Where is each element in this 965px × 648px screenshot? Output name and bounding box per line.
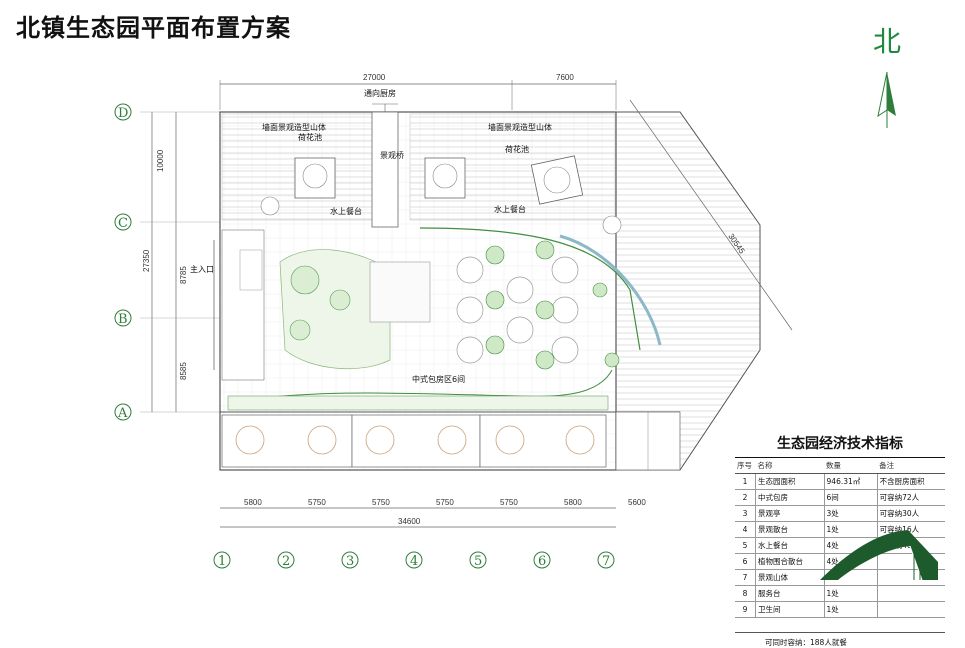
pavilion-center — [424, 157, 466, 199]
pavilion-left — [294, 157, 336, 199]
plant-clusters — [485, 240, 620, 370]
dim-seg-2: 5750 — [308, 498, 326, 507]
grid-col-1: 1 — [218, 554, 226, 569]
grid-col-4: 4 — [410, 554, 418, 569]
dim-top-a: 27000 — [363, 73, 386, 82]
left-dimensions: 10000 27350 8785 8585 — [140, 111, 220, 413]
col-name: 名称 — [755, 458, 825, 474]
grid-row-d: D — [118, 106, 128, 121]
dim-left-ca: 27350 — [142, 249, 151, 272]
grid-col-7: 7 — [602, 554, 610, 569]
dim-seg-6: 5800 — [564, 498, 582, 507]
grid-col-6: 6 — [538, 554, 546, 569]
col-qty: 数量 — [824, 458, 878, 474]
pavilion-logo-icon — [820, 530, 938, 581]
label-main-entry: 主入口 — [190, 264, 214, 274]
col-index: 序号 — [735, 458, 756, 474]
page-title: 北镇生态园平面布置方案 — [16, 14, 291, 42]
label-wall-left: 墙面景观造型山体 — [262, 122, 326, 132]
central-garden — [279, 249, 431, 370]
dim-total: 34600 — [398, 517, 421, 526]
dim-seg-1: 5800 — [244, 498, 262, 507]
economics-title: 生态园经济技术指标 — [735, 433, 945, 458]
label-water-left: 水上餐台 — [330, 206, 362, 216]
label-wall-right: 墙面景观造型山体 — [488, 122, 552, 132]
grid-rows: D C B A — [114, 103, 132, 421]
pavilion-right — [530, 155, 584, 205]
grid-row-b: B — [118, 312, 128, 327]
grid-col-3: 3 — [346, 554, 354, 569]
economics-footer: 可同时容纳：188人就餐 — [735, 632, 945, 648]
north-compass: 北 — [862, 20, 912, 130]
dim-left-cb: 8785 — [179, 266, 188, 284]
label-lotus-right: 荷花池 — [505, 144, 529, 154]
dim-seg-3: 5750 — [372, 498, 390, 507]
grid-row-c: C — [118, 216, 128, 231]
grid-col-5: 5 — [474, 554, 482, 569]
private-rooms — [220, 411, 681, 471]
col-note: 备注 — [877, 458, 945, 474]
label-kitchen: 通向厨房 — [364, 88, 396, 98]
label-lotus-left: 荷花池 — [298, 132, 322, 142]
grid-cols: 1 2 3 4 5 6 7 — [213, 551, 615, 569]
grid-row-a: A — [117, 406, 128, 421]
north-arrow-icon — [877, 71, 896, 128]
dim-seg-7: 5600 — [628, 498, 646, 507]
dim-left-ba: 8585 — [179, 362, 188, 380]
dining-tables — [456, 256, 579, 364]
compass-label: 北 — [872, 25, 901, 58]
label-private-rooms: 中式包房区6间 — [412, 374, 465, 384]
label-water-right: 水上餐台 — [494, 204, 526, 214]
economics-header-row: 序号 名称 数量 备注 — [735, 458, 945, 474]
dim-seg-5: 5750 — [500, 498, 518, 507]
grid-col-2: 2 — [282, 554, 290, 569]
dim-seg-4: 5750 — [436, 498, 454, 507]
top-dimensions: 27000 7600 — [219, 73, 617, 110]
bottom-dimensions: 5800 5750 5750 5750 5750 5800 5600 34600 — [220, 498, 646, 528]
dim-top-b: 7600 — [556, 73, 574, 82]
label-bridge: 景观桥 — [380, 150, 404, 160]
dim-left-dc: 10000 — [156, 149, 165, 172]
